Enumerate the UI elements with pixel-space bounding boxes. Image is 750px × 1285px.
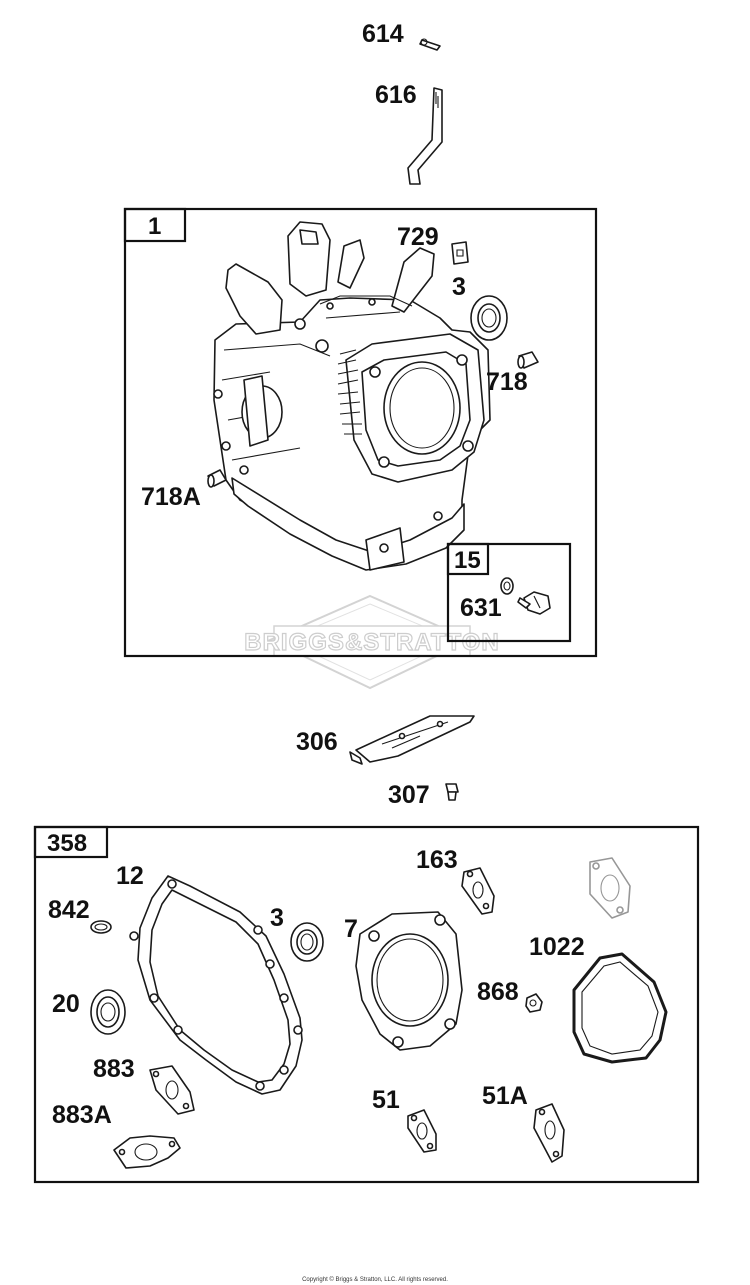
label-51A: 51A [482,1082,528,1110]
part-616-link [407,87,443,185]
label-12: 12 [116,862,144,890]
part-12-crankcase-gasket [129,875,303,1095]
part-868-nut [525,993,543,1013]
part-729-cap [451,241,469,265]
part-7-head-gasket [355,911,463,1051]
part-51A-gasket [533,1103,565,1163]
part-883A-gasket [113,1135,181,1169]
part-306-breather [349,715,475,765]
label-883: 883 [93,1055,135,1083]
engine-block-drawing [213,221,491,571]
part-163-gasket [461,867,495,915]
box-gasket-set-tag [33,825,109,859]
label-3-kit: 3 [270,904,284,932]
label-7: 7 [344,915,358,943]
label-868: 868 [477,978,519,1006]
box-engine-block [123,207,598,658]
part-883-gasket [149,1065,195,1115]
box-hardware-kit-tag [446,542,490,576]
part-631-washer [500,577,514,595]
part-842-o-ring [90,920,112,934]
box-engine-block-tag [123,207,187,243]
part-20-oil-seal [90,989,126,1035]
label-883A: 883A [52,1101,112,1129]
part-718A-dowel [207,469,227,488]
part-51-gasket [407,1109,437,1153]
box-hardware-kit-label: 15 [454,547,481,574]
part-3-oil-seal [470,295,508,341]
label-163: 163 [416,846,458,874]
label-1022: 1022 [529,933,585,961]
label-718: 718 [486,368,528,396]
label-842: 842 [48,896,90,924]
box-hardware-kit [446,542,572,643]
part-exhaust-gasket-faint [589,857,631,919]
part-3-kit-oil-seal [290,922,324,962]
part-614-pin [419,38,441,51]
part-718-dowel [517,351,539,369]
part-1022-cover-gasket [572,952,668,1064]
label-614: 614 [362,20,404,48]
watermark-text: BRIGGS&STRATTON [244,629,499,656]
part-631-plug [517,591,551,615]
label-616: 616 [375,81,417,109]
label-306: 306 [296,728,338,756]
label-631: 631 [460,594,502,622]
label-51: 51 [372,1086,400,1114]
label-307: 307 [388,781,430,809]
box-gasket-set [33,825,700,1184]
box-engine-block-label: 1 [148,213,161,240]
label-20: 20 [52,990,80,1018]
copyright-notice: Copyright © Briggs & Stratton, LLC. All … [302,1276,448,1283]
label-729: 729 [397,223,439,251]
brand-watermark: BRIGGS&STRATTON [244,594,499,690]
label-718A: 718A [141,483,201,511]
box-gasket-set-label: 358 [47,830,87,857]
part-307-screw [445,783,459,801]
label-3-top: 3 [452,273,466,301]
